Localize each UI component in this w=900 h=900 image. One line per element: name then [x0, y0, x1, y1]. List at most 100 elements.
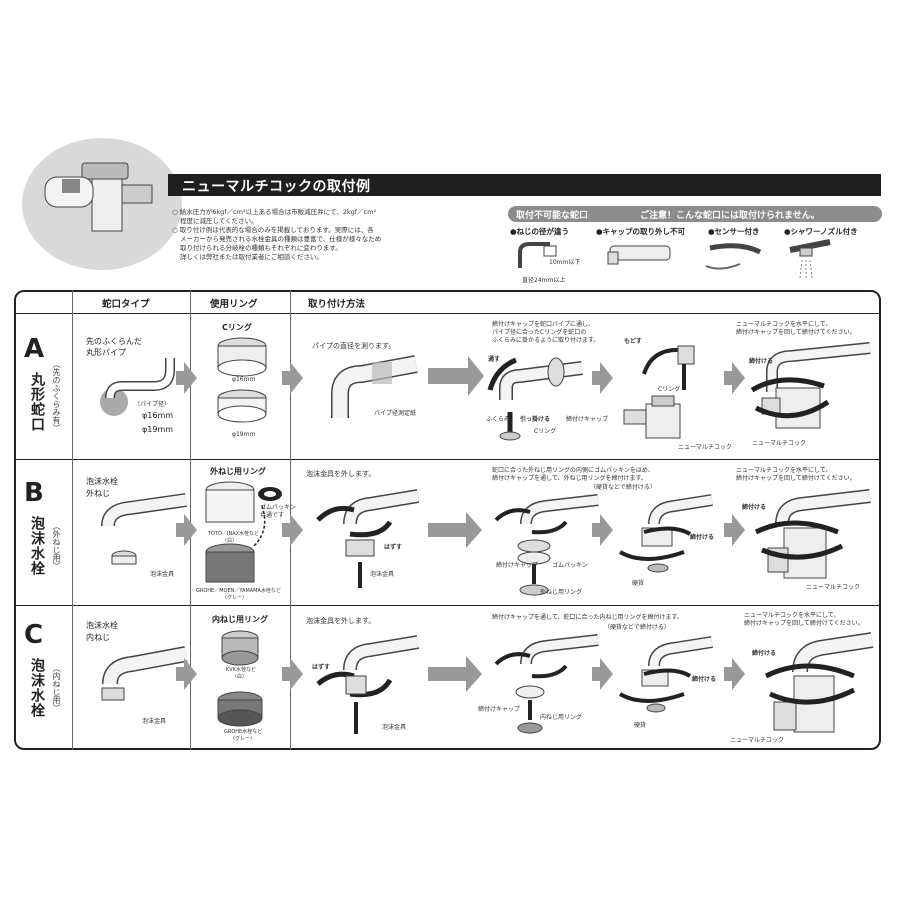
row-letter-a: A [24, 334, 45, 364]
step-label: ふくらみ [486, 416, 511, 423]
column-header-ring: 使用リング [210, 299, 258, 310]
step-text: 締付けキャップを蛇口パイプに通し、 [492, 321, 595, 328]
ring-note: GROHE／MOEN／YAMAMA水栓など [196, 588, 281, 594]
step-label: 締付ける [692, 676, 717, 683]
row-divider [14, 605, 881, 606]
ring-note: （グレー） [230, 736, 256, 742]
round-faucet-illustration [100, 358, 175, 416]
ring-note: KVK水栓など [226, 667, 256, 673]
step-label: ニューマルチコック [752, 440, 807, 447]
step-label: 締付ける [749, 358, 774, 365]
c-ring-install-illustration [487, 357, 583, 441]
step-label: ニューマルチコック [730, 737, 785, 744]
step-text: 締付けキャップを通して、外ねじ用リングを締付けます。 [492, 475, 647, 482]
step-text: ふくらみに掛かるように取り付けます。 [492, 337, 600, 344]
step-text: パイプ径に合ったCリングを蛇口の [492, 329, 587, 336]
row-letter-c: C [24, 620, 44, 650]
instruction-table [14, 290, 881, 750]
inner-ring-illustration [217, 630, 263, 727]
table-header-divider [14, 313, 881, 314]
step-label: ニューマルチコック [806, 584, 861, 591]
pipe-size: φ16mm [142, 411, 174, 420]
note-line: 程度に減圧してください。 [180, 217, 258, 225]
note-line: ○ 取り付け例は代表的な場合のみを掲載しております。実際には、各 [172, 226, 374, 234]
type-label: 泡沫金具 [142, 718, 167, 725]
aerator-faucet-illustration [101, 493, 187, 565]
ring-note: TOTO／INAX水栓など [208, 531, 260, 537]
step-label: 締付ける [742, 504, 767, 511]
row-name-a: 丸形蛇口 [29, 372, 45, 432]
ring-title: 外ねじ用リング [210, 467, 266, 476]
step-label: パイプ径測定紙 [374, 410, 417, 417]
type-text: 丸形パイプ [86, 348, 126, 357]
step-label: 締付けキャップ [566, 416, 609, 423]
step-label: 泡沫金具 [382, 724, 407, 731]
row-name-c: 泡沫水栓 [29, 658, 45, 718]
ring-title: Cリング [222, 323, 252, 332]
type-text: 泡沫水栓 [86, 621, 118, 630]
warning-item: ●センサー付き [708, 227, 760, 236]
row-sub-b: （外ねじ用） [52, 522, 61, 570]
step-label: もどす [624, 338, 642, 345]
dimension-label: 10mm以下 [549, 259, 581, 266]
step-label: ゴムパッキン [552, 562, 588, 569]
step-text: （硬貨などで締付ける） [590, 484, 656, 491]
step-label: ニューマルチコック [678, 444, 733, 451]
ring-note: （グレー） [222, 595, 248, 601]
step-label: 締付ける [690, 534, 715, 541]
step-label: はずす [384, 544, 403, 551]
step-text: 蛇口に合った外ねじ用リングの内側にゴムパッキンをはめ、 [492, 467, 654, 474]
pipe-measure-illustration [331, 355, 418, 418]
warning-item: ●シャワーノズル付き [784, 227, 858, 236]
step-label: はずす [312, 664, 331, 671]
warning-item: ●キャップの取り外し不可 [596, 227, 686, 236]
ring-size: φ19mm [232, 431, 256, 438]
warning-caption: ご注意！こんな蛇口には取付けられません。 [640, 211, 820, 221]
ring-note: GROHE水栓など [224, 729, 263, 735]
diameter-label: 直径24mm以上 [522, 277, 566, 284]
pipe-size: φ19mm [142, 425, 174, 434]
column-divider [190, 290, 191, 750]
ring-note: 共通です [260, 512, 285, 519]
step-text: 締付けキャップを通して、蛇口に合った内ねじ用リングを締付けます。 [492, 614, 683, 621]
note-line: メーカーから発売される水栓金具の種類は豊富で、仕様が様々なため [180, 235, 382, 243]
step-label: 外ねじ用リング [540, 589, 583, 596]
note-line: 詳しくは弊社または取付業者にご相談ください。 [180, 253, 323, 261]
multi-cock-product-image [44, 162, 153, 232]
step-text: （硬貨などで締付ける） [604, 624, 670, 631]
step-label: 内ねじ用リング [540, 714, 583, 721]
note-line: 取り付けられる分岐栓の種類もそれぞれに変わります。 [180, 244, 342, 252]
step-text: 泡沫金具を外します。 [306, 470, 376, 478]
step-arrow-icon [176, 356, 745, 692]
type-text: 外ねじ [86, 489, 110, 498]
step-text: 締付けキャップを回して締付けてください。 [736, 329, 856, 336]
ring-note: ゴムパッキン [260, 504, 296, 511]
outer-ring-illustration [205, 481, 282, 583]
coin-tighten-illustration [618, 636, 713, 713]
coin-tighten-illustration [618, 494, 713, 573]
column-header-method: 取り付け方法 [308, 299, 366, 310]
inner-ring-install-illustration [494, 634, 599, 734]
warning-title: 取付不可能な蛇口 [516, 211, 589, 221]
type-text: 先のふくらんだ [86, 337, 142, 346]
step-label: 硬貨 [634, 722, 647, 729]
step-text: 泡沫金具を外します。 [306, 617, 376, 625]
step-label: Cリング [658, 386, 681, 393]
aerator-faucet-illustration [101, 646, 188, 701]
ring-title: 内ねじ用リング [212, 615, 268, 624]
step-text: ニューマルチコックを水平にして、 [736, 467, 832, 474]
remove-aerator-illustration [316, 635, 420, 734]
multi-cock-tighten-illustration [754, 489, 871, 579]
ring-note: （白） [222, 538, 238, 544]
warning-item: ●ねじの径が違う [510, 227, 570, 236]
warning-illustrations [518, 239, 831, 280]
outer-ring-install-illustration [494, 494, 599, 596]
row-letter-b: B [24, 478, 44, 508]
multi-cock-tighten-illustration [750, 342, 871, 429]
row-sub-c: （内ねじ用） [52, 664, 61, 712]
type-text: 泡沫水栓 [86, 477, 118, 486]
row-sub-a: （先のふくらみ有） [52, 360, 61, 432]
title-bar [168, 174, 881, 196]
step-label: 通す [488, 356, 501, 363]
